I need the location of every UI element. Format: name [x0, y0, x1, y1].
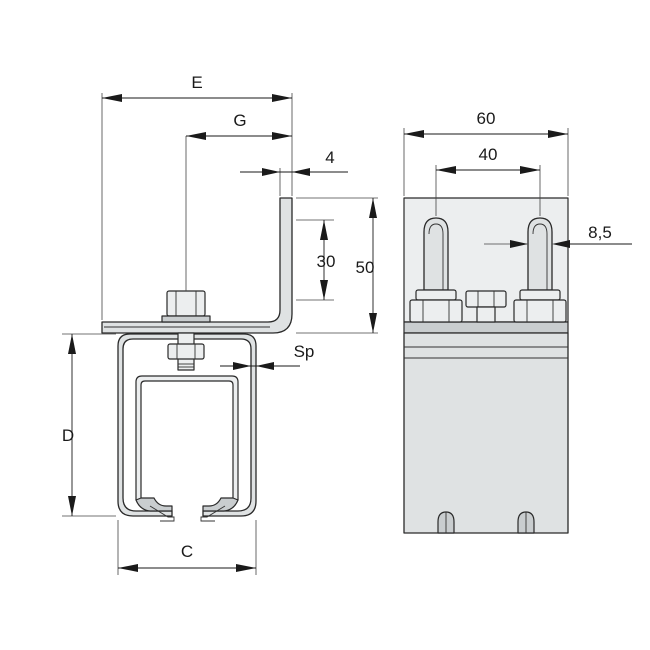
center-bolt-head — [465, 290, 507, 308]
center-bolt-shank — [476, 306, 496, 323]
slot-left — [423, 217, 449, 291]
dim-30-label: 30 — [317, 252, 336, 271]
bolt-washer-top — [161, 315, 211, 323]
bolt-nut-top — [166, 290, 206, 317]
dim-d-label: D — [62, 426, 74, 445]
bolt-nut-bottom — [167, 343, 205, 360]
dim-e-label: E — [191, 73, 202, 92]
angle-bracket — [101, 197, 293, 334]
dim-8-5-label: 8,5 — [588, 223, 612, 242]
nut-right — [519, 289, 561, 301]
c-rail-inner — [135, 375, 239, 501]
dim-sp-label: Sp — [294, 342, 315, 361]
front-rail-body — [403, 332, 569, 534]
nut-left — [415, 289, 457, 301]
slot-right — [527, 217, 553, 291]
dim-g-label: G — [233, 111, 246, 130]
c-rail-inner-flange-left — [149, 505, 175, 522]
front-flange — [403, 321, 569, 334]
c-rail-lip-left — [135, 497, 173, 512]
dim-4-label: 4 — [325, 148, 334, 167]
c-rail-lip-right — [202, 497, 239, 512]
front-view: 60 40 8,5 — [403, 109, 632, 534]
side-view: E G 4 30 50 D C Sp — [62, 73, 378, 575]
c-rail-inner-flange-right — [200, 505, 226, 522]
dim-40-label: 40 — [479, 145, 498, 164]
dim-c-label: C — [181, 542, 193, 561]
dim-50-label: 50 — [356, 258, 375, 277]
dim-60-label: 60 — [477, 109, 496, 128]
